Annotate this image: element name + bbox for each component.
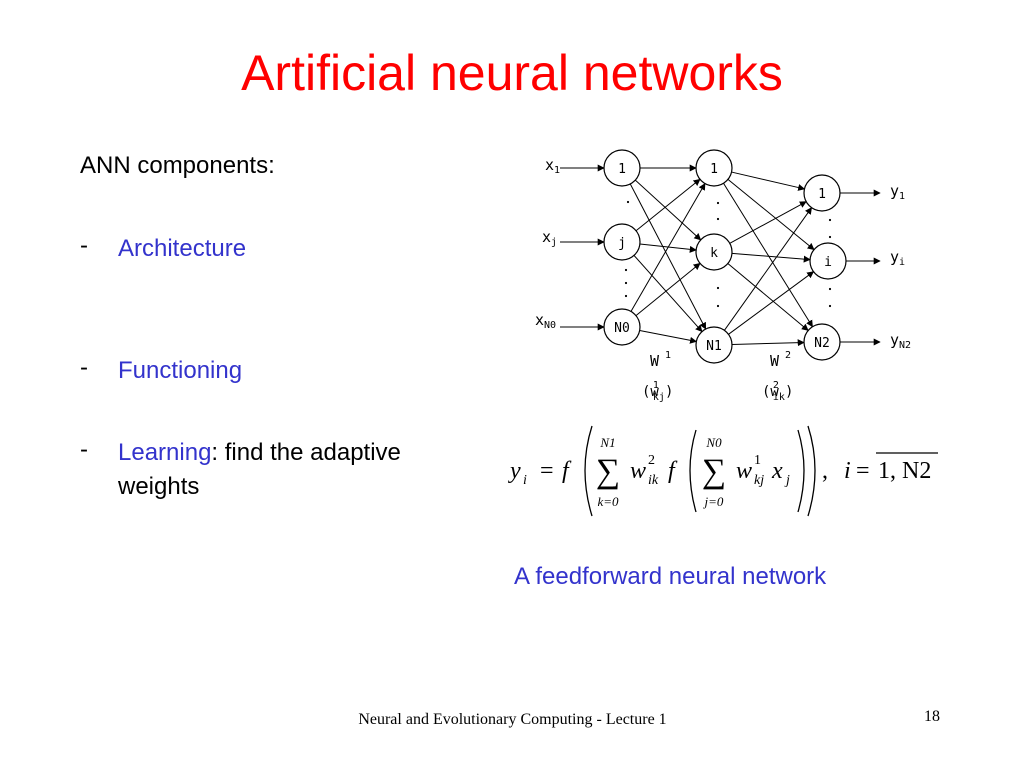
- formula-comma: ,: [822, 458, 828, 484]
- weight-edge-layer2: [724, 207, 812, 331]
- bullet-dash: -: [80, 436, 88, 463]
- weight-edge-layer1: [635, 262, 701, 317]
- formula-index-eq: =: [856, 458, 870, 484]
- output-label-i: yi: [890, 248, 905, 268]
- sum1-symbol: ∑: [596, 453, 620, 490]
- layer0-node-1: 1: [603, 149, 641, 187]
- formula-f-outer: f: [562, 458, 572, 484]
- weight-edge-layer2: [723, 183, 813, 328]
- sum2-symbol: ∑: [702, 453, 726, 490]
- input-label-1: x1: [545, 156, 560, 176]
- sum1-top: N1: [599, 435, 615, 450]
- input-label-j: xj: [542, 228, 557, 248]
- weight-edge-layer2: [731, 339, 805, 347]
- weight-edge-layer1: [634, 179, 702, 241]
- footer-text: Neural and Evolutionary Computing - Lect…: [358, 711, 667, 728]
- svg-text:k: k: [710, 246, 718, 261]
- formula-lhs-sub: i: [523, 473, 527, 488]
- layer1-node-1: 1: [695, 149, 733, 187]
- slide-title: Artificial neural networks: [241, 45, 783, 101]
- layer0-node-n0: N0: [603, 308, 641, 346]
- output-label-1: y1: [890, 182, 905, 202]
- weight-edge-layer2: [727, 263, 809, 331]
- bullet-label: Functioning: [118, 357, 243, 384]
- svg-text:N2: N2: [814, 336, 830, 351]
- formula-x: x: [771, 458, 783, 484]
- paren-close-outer: [807, 425, 816, 517]
- layer2-node-i: i: [809, 242, 847, 280]
- sum1-bottom: k=0: [597, 494, 619, 509]
- ellipsis-dots: [624, 200, 832, 308]
- formula-w1-sub: kj: [754, 473, 764, 488]
- diagram-caption: A feedforward neural network: [514, 563, 827, 590]
- sum2-top: N0: [705, 435, 722, 450]
- formula-eq: =: [540, 458, 554, 484]
- layer2-node-1: 1: [803, 174, 841, 212]
- intro-text: ANN components:: [80, 152, 275, 179]
- weight-edge-layer2: [731, 252, 811, 263]
- layer1-node-k: k: [695, 233, 733, 271]
- weight-edge-layer1: [633, 255, 703, 333]
- bullet-rest: : find the adaptive weights: [118, 439, 401, 500]
- weight-edge-layer2: [728, 271, 815, 335]
- layer1-node-n1: N1: [695, 326, 733, 364]
- bullet-label: Learning: [118, 439, 212, 466]
- svg-text:1: 1: [818, 187, 826, 202]
- output-label-n2: yN2: [890, 331, 911, 351]
- weight-edge-layer2: [731, 171, 806, 191]
- svg-text:N1: N1: [706, 339, 722, 354]
- weight-edge-layer2: [729, 201, 807, 244]
- paren-close-inner: [797, 429, 805, 513]
- svg-text:j: j: [618, 236, 626, 251]
- paren-open-outer: [584, 425, 593, 517]
- weight-edge-layer2: [727, 178, 815, 251]
- weight-edge-layer1: [629, 183, 707, 330]
- sum2-bottom: j=0: [703, 494, 724, 509]
- paren-open-inner: [689, 429, 697, 513]
- output-formula: y i = f N1 ∑ k=0 w 2 ik f N0 ∑ j=0 w 1 k…: [508, 425, 938, 517]
- bullet-dash: -: [80, 354, 88, 381]
- formula-w2: w: [630, 458, 646, 484]
- svg-text:i: i: [824, 255, 832, 270]
- formula-w1-sup: 1: [754, 453, 761, 468]
- layer0-node-j: j: [603, 223, 641, 261]
- formula-range: 1, N2: [878, 458, 931, 484]
- svg-text:N0: N0: [614, 321, 630, 336]
- formula-w2-sub: ik: [648, 473, 659, 488]
- formula-lhs: y: [508, 458, 521, 484]
- weight-edge-layer1: [635, 178, 701, 232]
- formula-f-inner: f: [668, 458, 678, 484]
- network-diagram: x1 xj xN0 1 j N0 1 k N1 1 i N2: [535, 149, 911, 403]
- weight-edge-layer1: [639, 329, 698, 344]
- layer2-node-n2: N2: [803, 323, 841, 361]
- input-label-n0: xN0: [535, 311, 556, 331]
- svg-text:1: 1: [710, 162, 718, 177]
- svg-text:1: 1: [618, 162, 626, 177]
- bullet-label: Architecture: [118, 235, 247, 262]
- bullet-dash: -: [80, 232, 88, 259]
- page-number: 18: [924, 708, 940, 725]
- formula-w2-sup: 2: [648, 453, 655, 468]
- formula-w1: w: [736, 458, 752, 484]
- formula-index: i: [844, 458, 851, 484]
- weight-edge-layer1: [630, 182, 706, 312]
- formula-x-sub: j: [784, 473, 790, 488]
